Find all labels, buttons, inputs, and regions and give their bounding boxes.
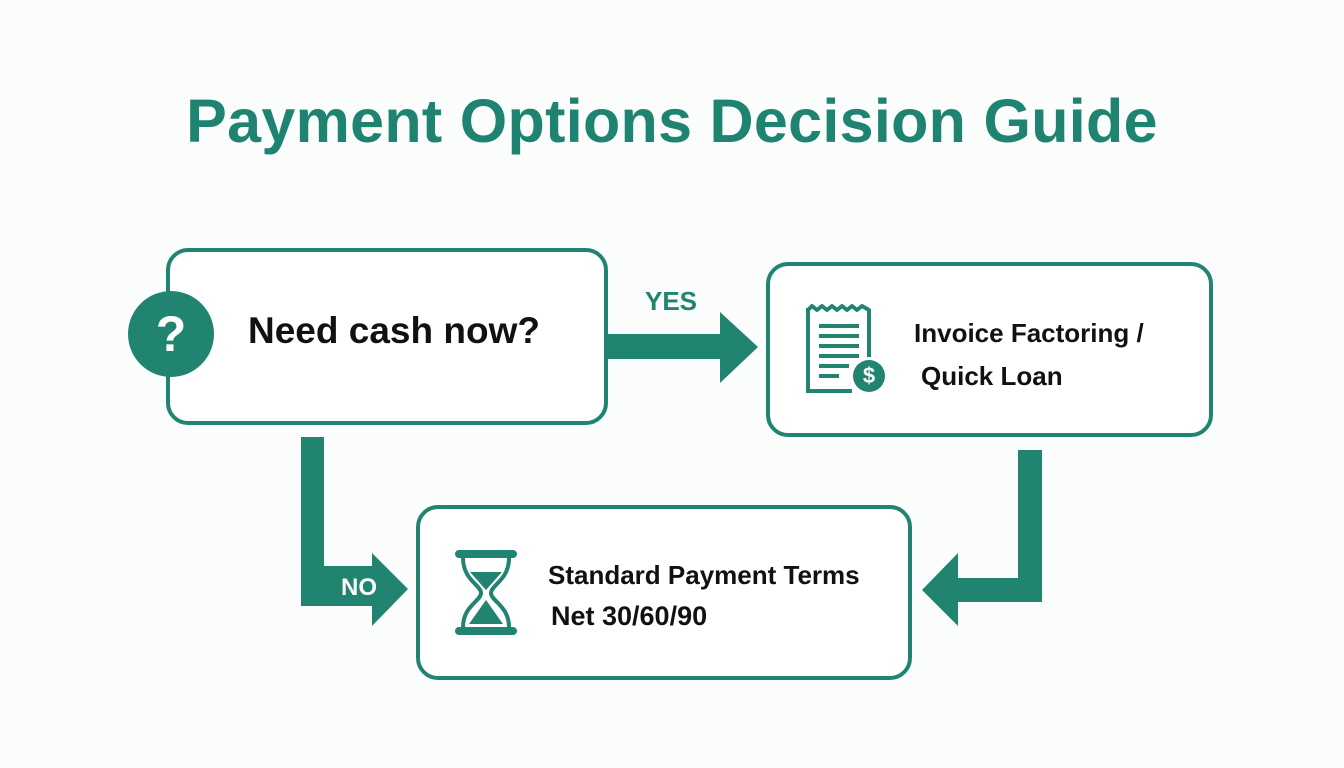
page-title: Payment Options Decision Guide bbox=[186, 87, 1158, 155]
yes-outcome-line1: Invoice Factoring / bbox=[914, 318, 1144, 348]
question-mark-icon: ? bbox=[155, 306, 187, 362]
no-outcome-node bbox=[416, 505, 912, 680]
yes-arrow bbox=[608, 312, 758, 383]
merge-arrow bbox=[922, 450, 1042, 626]
no-label: NO bbox=[341, 574, 377, 601]
dollar-icon: $ bbox=[862, 363, 876, 388]
yes-outcome-line2: Quick Loan bbox=[921, 361, 1063, 391]
yes-outcome-node bbox=[766, 262, 1213, 437]
no-outcome-line1: Standard Payment Terms bbox=[548, 560, 860, 590]
yes-label: YES bbox=[645, 286, 698, 316]
no-outcome-line2: Net 30/60/90 bbox=[551, 601, 708, 631]
question-node bbox=[166, 248, 608, 425]
no-arrow bbox=[301, 437, 408, 626]
question-label: Need cash now? bbox=[248, 310, 540, 351]
